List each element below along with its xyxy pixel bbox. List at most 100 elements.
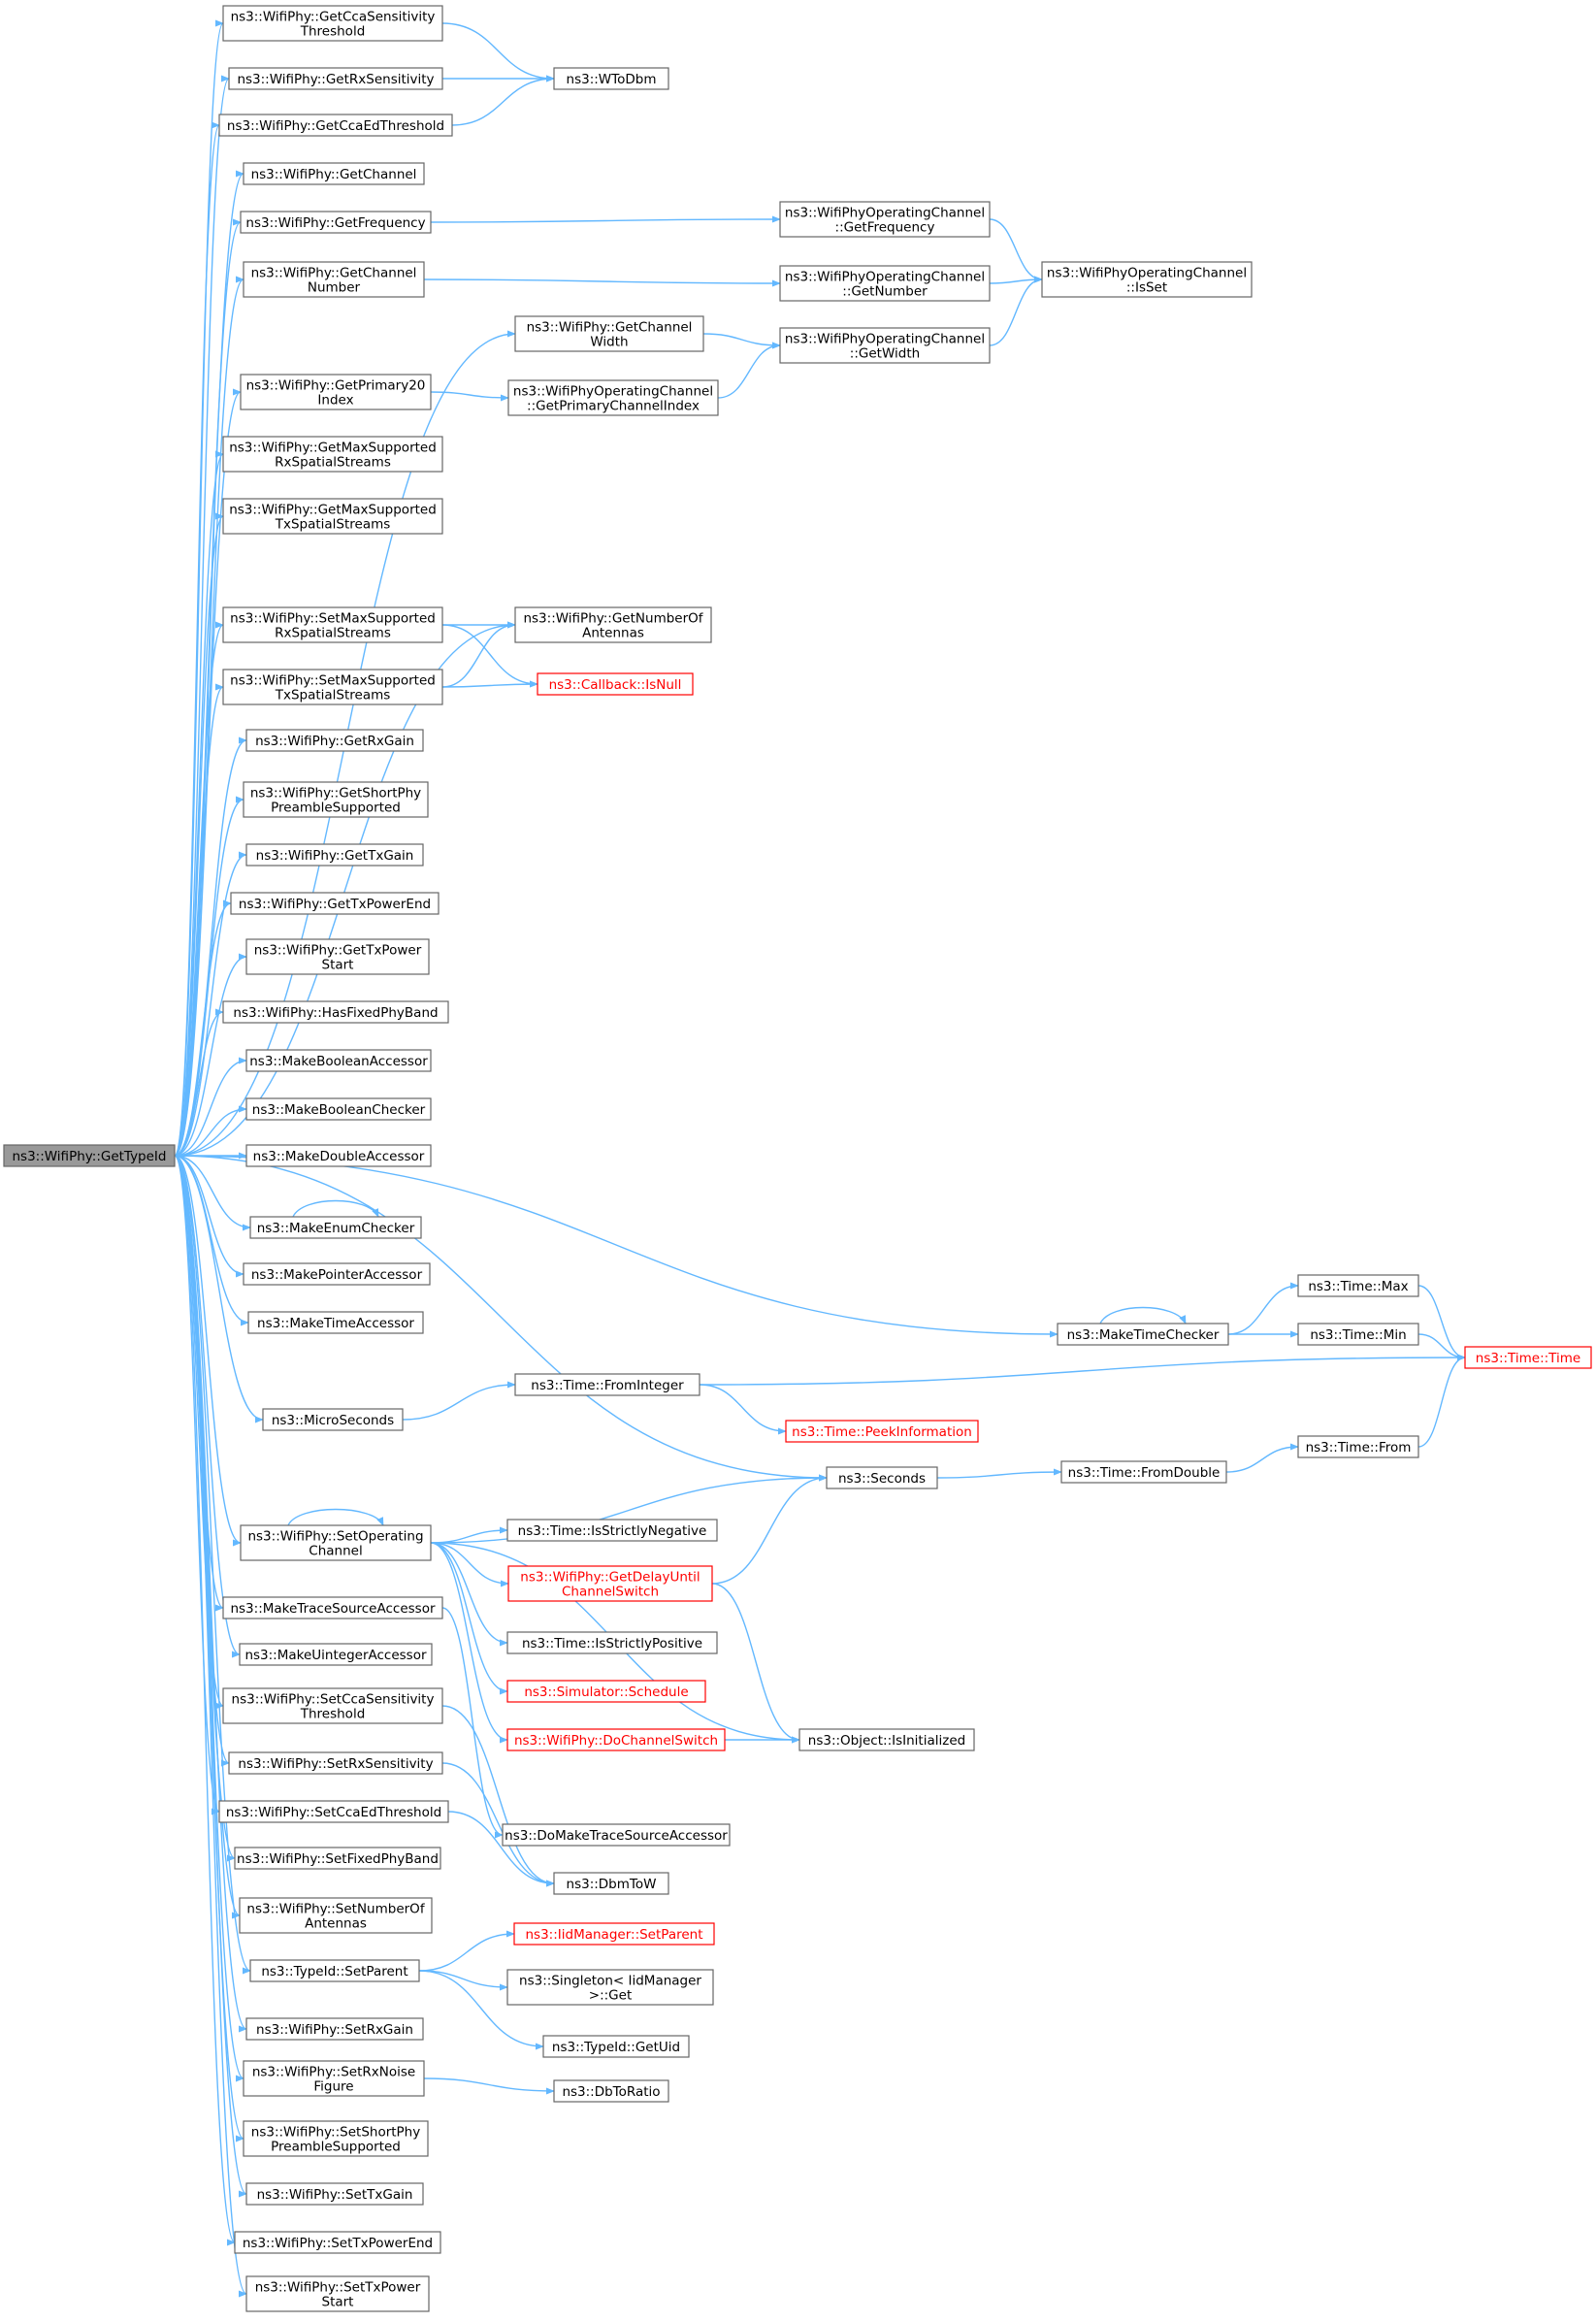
node-micro-sec[interactable]: ns3::MicroSeconds: [262, 1408, 404, 1431]
node-get-rx-sens[interactable]: ns3::WifiPhy::GetRxSensitivity: [228, 67, 443, 90]
node-box[interactable]: [243, 781, 429, 818]
node-op-width[interactable]: ns3::WifiPhyOperatingChannel::GetWidth: [779, 327, 991, 364]
node-box[interactable]: [779, 201, 991, 238]
node-set-rx-sens[interactable]: ns3::WifiPhy::SetRxSensitivity: [228, 1751, 443, 1775]
node-box[interactable]: [537, 672, 694, 696]
node-box[interactable]: [222, 1687, 443, 1724]
node-iid-set-parent[interactable]: ns3::IidManager::SetParent: [513, 1922, 715, 1946]
node-box[interactable]: [513, 1922, 715, 1946]
node-box[interactable]: [243, 2120, 429, 2157]
node-box[interactable]: [240, 374, 432, 410]
node-box[interactable]: [245, 2275, 430, 2312]
node-mk-time-chk[interactable]: ns3::MakeTimeChecker: [1057, 1323, 1229, 1346]
node-box[interactable]: [239, 1643, 433, 1666]
node-time-min[interactable]: ns3::Time::Min: [1297, 1323, 1419, 1346]
node-box[interactable]: [514, 606, 712, 643]
node-singleton[interactable]: ns3::Singleton< IidManager>::Get: [506, 1969, 714, 2006]
node-box[interactable]: [506, 1680, 706, 1703]
node-is-str-neg[interactable]: ns3::Time::IsStrictlyNegative: [506, 1519, 718, 1542]
node-w-to-dbm[interactable]: ns3::WToDbm: [553, 67, 669, 90]
node-set-tx-pend[interactable]: ns3::WifiPhy::SetTxPowerEnd: [234, 2231, 441, 2254]
node-set-tx-gain[interactable]: ns3::WifiPhy::SetTxGain: [245, 2182, 424, 2206]
node-box[interactable]: [1297, 1323, 1419, 1346]
node-is-init[interactable]: ns3::Object::IsInitialized: [798, 1728, 975, 1751]
node-set-rx-gain[interactable]: ns3::WifiPhy::SetRxGain: [245, 2017, 424, 2041]
node-op-num[interactable]: ns3::WifiPhyOperatingChannel::GetNumber: [779, 265, 991, 302]
node-box[interactable]: [553, 67, 669, 90]
node-from-int[interactable]: ns3::Time::FromInteger: [514, 1373, 700, 1396]
node-box[interactable]: [249, 1959, 420, 1982]
node-get-rx-gain[interactable]: ns3::WifiPhy::GetRxGain: [245, 729, 424, 752]
node-box[interactable]: [506, 1969, 714, 2006]
node-box[interactable]: [514, 315, 704, 352]
node-get-short-pre[interactable]: ns3::WifiPhy::GetShortPhyPreambleSupport…: [243, 781, 429, 818]
node-root[interactable]: ns3::WifiPhy::GetTypeId: [3, 1144, 176, 1167]
node-time-max[interactable]: ns3::Time::Max: [1297, 1274, 1419, 1297]
node-box[interactable]: [222, 5, 443, 42]
node-mk-time-acc[interactable]: ns3::MakeTimeAccessor: [247, 1311, 424, 1334]
node-op-freq[interactable]: ns3::WifiPhyOperatingChannel::GetFrequen…: [779, 201, 991, 238]
node-mk-bool-acc[interactable]: ns3::MakeBooleanAccessor: [245, 1049, 432, 1072]
node-set-fixed[interactable]: ns3::WifiPhy::SetFixedPhyBand: [234, 1847, 441, 1870]
node-box[interactable]: [243, 162, 425, 185]
node-box[interactable]: [222, 498, 443, 535]
node-box[interactable]: [1057, 1323, 1229, 1346]
node-peek-info[interactable]: ns3::Time::PeekInformation: [785, 1420, 979, 1443]
node-box[interactable]: [502, 1823, 731, 1847]
node-box[interactable]: [1041, 261, 1253, 298]
node-dbm-to-w[interactable]: ns3::DbmToW: [553, 1872, 669, 1895]
node-box[interactable]: [234, 1847, 441, 1870]
node-box[interactable]: [245, 938, 430, 975]
node-box[interactable]: [240, 211, 432, 234]
node-box[interactable]: [222, 669, 443, 705]
node-box[interactable]: [234, 2231, 441, 2254]
node-box[interactable]: [243, 2060, 425, 2097]
node-set-max-rx[interactable]: ns3::WifiPhy::SetMaxSupportedRxSpatialSt…: [222, 606, 443, 643]
node-box[interactable]: [1060, 1460, 1227, 1484]
node-box[interactable]: [245, 1097, 432, 1121]
node-has-fixed[interactable]: ns3::WifiPhy::HasFixedPhyBand: [222, 1000, 449, 1024]
node-seconds[interactable]: ns3::Seconds: [826, 1466, 938, 1489]
node-box[interactable]: [243, 261, 425, 298]
node-box[interactable]: [222, 436, 443, 473]
node-set-max-tx[interactable]: ns3::WifiPhy::SetMaxSupportedTxSpatialSt…: [222, 669, 443, 705]
node-box[interactable]: [1297, 1435, 1419, 1458]
node-box[interactable]: [553, 2079, 669, 2103]
node-mk-dbl-acc[interactable]: ns3::MakeDoubleAccessor: [245, 1144, 432, 1167]
node-box[interactable]: [222, 1000, 449, 1024]
node-mk-uint[interactable]: ns3::MakeUintegerAccessor: [239, 1643, 433, 1666]
node-from-dbl[interactable]: ns3::Time::FromDouble: [1060, 1460, 1227, 1484]
node-box[interactable]: [826, 1466, 938, 1489]
node-get-max-rx[interactable]: ns3::WifiPhy::GetMaxSupportedRxSpatialSt…: [222, 436, 443, 473]
node-box[interactable]: [222, 1596, 443, 1619]
node-mk-bool-chk[interactable]: ns3::MakeBooleanChecker: [245, 1097, 432, 1121]
node-box[interactable]: [542, 2035, 690, 2058]
node-box[interactable]: [230, 892, 440, 915]
node-box[interactable]: [507, 1565, 713, 1602]
node-box[interactable]: [507, 379, 719, 416]
node-box[interactable]: [243, 1262, 431, 1286]
node-do-ch-sw[interactable]: ns3::WifiPhy::DoChannelSwitch: [506, 1728, 726, 1751]
node-mk-trace[interactable]: ns3::MakeTraceSourceAccessor: [222, 1596, 443, 1619]
node-set-short-pre[interactable]: ns3::WifiPhy::SetShortPhyPreambleSupport…: [243, 2120, 429, 2157]
node-box[interactable]: [553, 1872, 669, 1895]
node-get-cca-ed[interactable]: ns3::WifiPhy::GetCcaEdThreshold: [218, 114, 453, 137]
node-time-time[interactable]: ns3::Time::Time: [1464, 1346, 1592, 1369]
node-box[interactable]: [785, 1420, 979, 1443]
node-box[interactable]: [506, 1519, 718, 1542]
node-get-uid[interactable]: ns3::TypeId::GetUid: [542, 2035, 690, 2058]
node-box[interactable]: [247, 1311, 424, 1334]
node-box[interactable]: [218, 114, 453, 137]
node-tid-set-parent[interactable]: ns3::TypeId::SetParent: [249, 1959, 420, 1982]
